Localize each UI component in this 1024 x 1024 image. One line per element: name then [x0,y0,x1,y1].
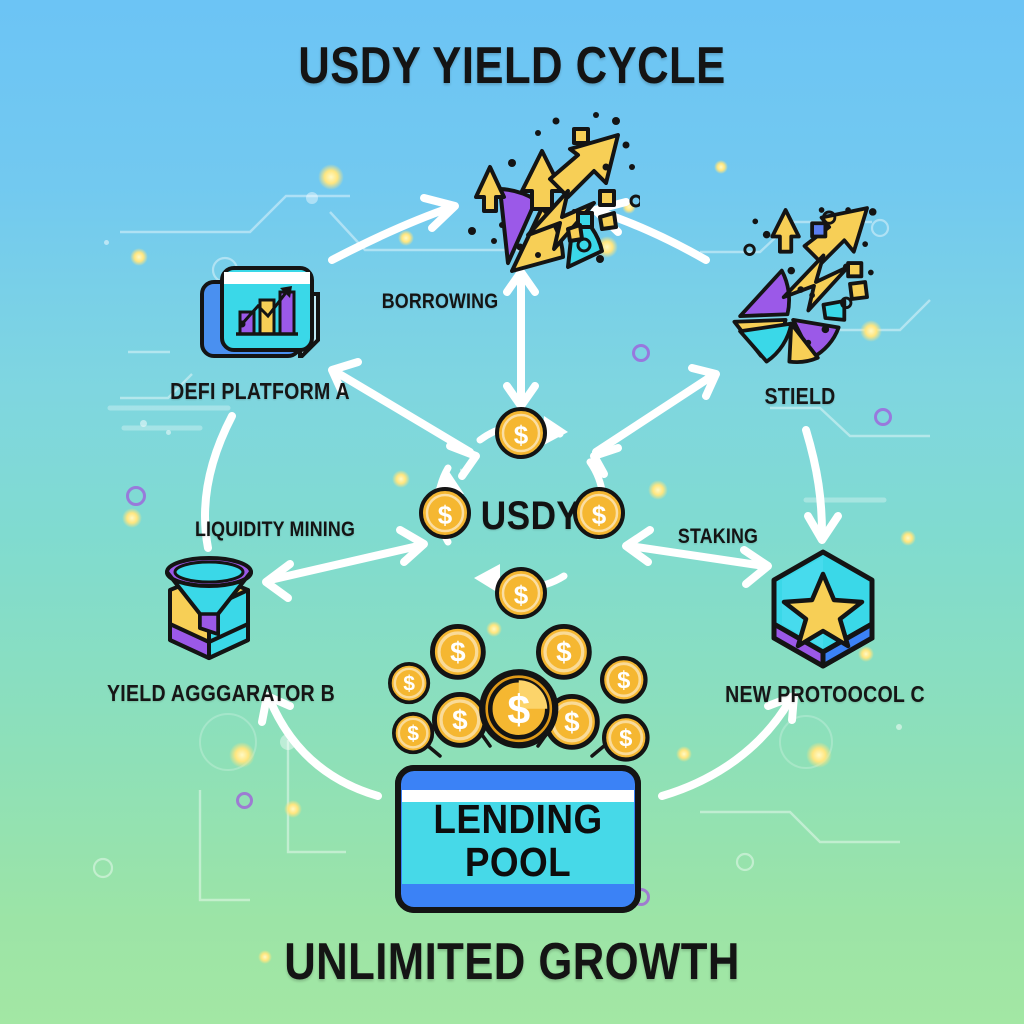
arrow-center-yield-right [590,364,720,478]
analytics-card-icon [200,266,320,358]
svg-text:$: $ [438,500,453,530]
coin-north-icon: $ [495,407,547,459]
arrow-defi-to-top [328,194,459,264]
svg-text:$: $ [407,723,419,746]
node-label-yield-aggregator-b: YIELD AGGGARATOR B [107,680,335,706]
svg-text:$: $ [564,707,580,738]
coin-south-icon: $ [495,567,547,619]
exploding-pie-chart-right-icon [732,206,877,364]
svg-text:$: $ [452,705,468,736]
footer-caption: UNLIMITED GROWTH [284,933,740,991]
coin-overflow-box-icon: $ $ $ $ $ [388,624,650,913]
coin-east-icon: $ [573,487,625,539]
svg-text:$: $ [514,420,529,450]
flow-label-borrowing: BORROWING [381,290,499,313]
usdy-center-label: USDY [480,494,581,538]
hexagon-star-badge-icon [771,549,875,669]
svg-text:$: $ [514,580,529,610]
arrow-top-center-vertical [503,268,539,410]
svg-text:$: $ [507,687,530,733]
svg-text:$: $ [556,637,572,668]
svg-text:$: $ [403,673,415,696]
node-label-yield-right: STIELD [764,383,836,409]
arrow-defi-to-aggregator [201,412,236,552]
exploding-pie-chart-icon [468,112,640,273]
lending-pool-container [395,765,641,913]
arrow-pool-to-protocol [658,692,798,800]
arrow-staking [622,526,772,588]
svg-text:$: $ [592,500,607,530]
funnel-hopper-icon [165,556,253,660]
node-label-defi-platform-a: DEFI PLATFORM A [170,378,350,404]
coin-west-icon: $ [419,487,471,539]
svg-text:$: $ [450,637,466,668]
arrow-yield-to-protocol [802,426,842,544]
svg-text:$: $ [619,725,632,752]
node-label-new-protocol-c: NEW PROTOOCOL C [725,681,925,707]
flow-label-staking: STAKING [677,525,759,548]
arrow-defi-center [328,358,480,480]
svg-text:$: $ [617,667,630,694]
arrow-pool-to-aggregator [258,692,382,800]
arrow-liquidity-mining [262,526,428,602]
flow-label-liquidity-mining: LIQUIDITY MINING [194,518,356,541]
page-title: USDY YIELD CYCLE [298,37,726,95]
